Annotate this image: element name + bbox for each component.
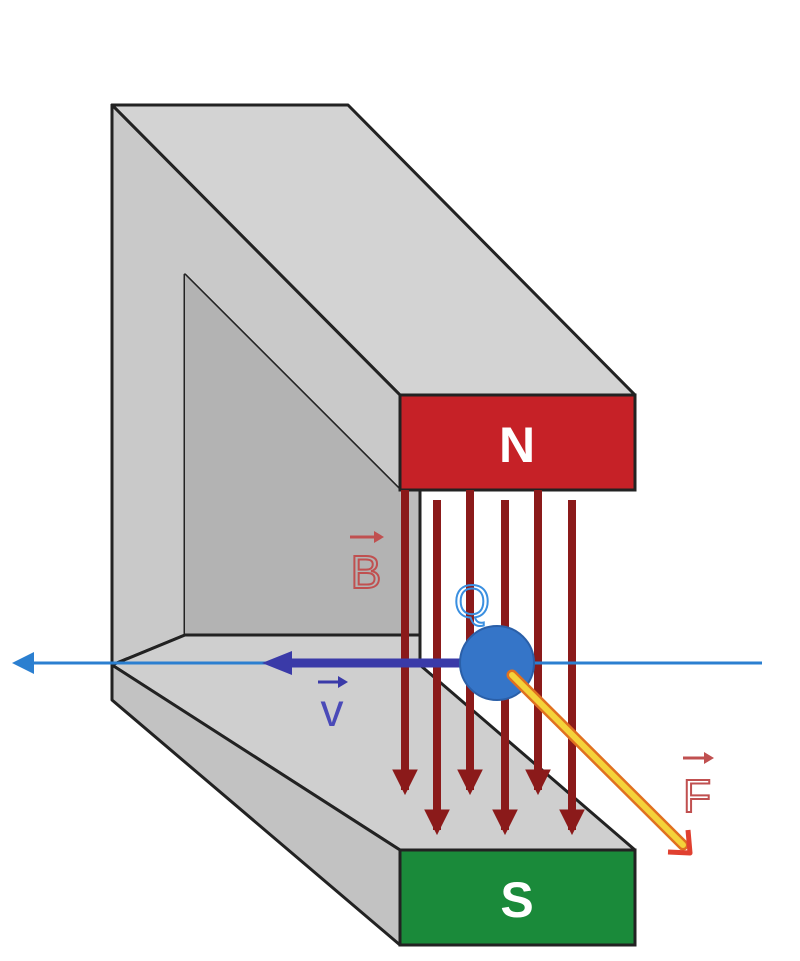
vector-overline-b-head <box>374 531 384 543</box>
velocity-vector <box>262 651 470 675</box>
velocity-arrowhead <box>262 651 292 675</box>
label-b: B <box>350 531 384 599</box>
vector-overline-f-head <box>704 752 714 764</box>
force-arrowhead <box>667 829 693 856</box>
north-pole: N <box>398 393 637 492</box>
velocity-label: v <box>321 684 344 736</box>
vector-overline-v-head <box>338 676 348 688</box>
label-v: v <box>318 676 348 736</box>
field-label: B <box>351 546 382 598</box>
force-label: F <box>683 770 711 822</box>
trajectory-arrowhead <box>12 652 34 674</box>
label-f: F <box>682 752 714 823</box>
force-vector <box>506 669 693 856</box>
yoke-inner-shadow <box>185 275 405 635</box>
magnet-yoke <box>110 103 637 947</box>
south-pole: S <box>398 848 637 947</box>
charge-label: Q <box>454 575 490 627</box>
north-pole-label: N <box>499 417 535 473</box>
south-pole-label: S <box>500 872 533 928</box>
